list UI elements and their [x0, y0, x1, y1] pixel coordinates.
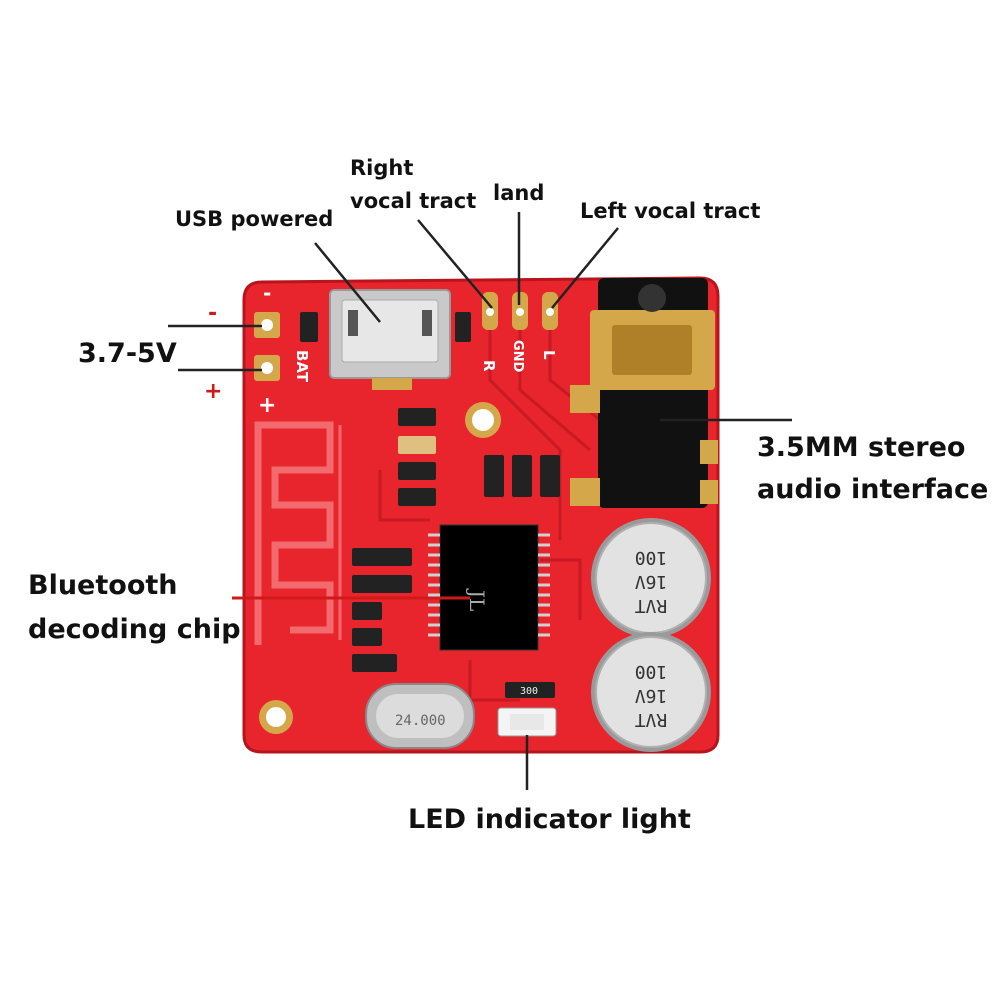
smd-component [300, 312, 318, 342]
silk-minus: - [263, 281, 271, 305]
smd-components [352, 408, 560, 698]
silk-pin-gnd: GND [510, 340, 525, 373]
capacitor-bottom [591, 632, 711, 752]
cap1-line1: RVT [635, 595, 668, 616]
decoder-chip [428, 524, 550, 651]
label-jack-line1: 3.5MM stereo [757, 432, 966, 463]
label-jack-line2: audio interface [757, 474, 989, 505]
leader-usb [314, 242, 381, 323]
label-left-vocal-tract: Left vocal tract [580, 199, 761, 223]
silk-pin-r: R [480, 360, 498, 372]
capacitor-top [591, 518, 711, 638]
crystal-marking: 24.000 [395, 713, 446, 729]
audio-out-pins [482, 292, 558, 330]
cap2-line3: 100 [635, 661, 668, 682]
label-led-indicator: LED indicator light [408, 804, 691, 835]
audio-jack-3-5mm [570, 278, 718, 508]
label-chip-line2: decoding chip [28, 614, 241, 645]
label-chip-line1: Bluetooth [28, 570, 178, 601]
leader-right [417, 219, 493, 309]
mark-minus: - [208, 301, 217, 326]
leader-lines [168, 212, 792, 790]
label-land: land [493, 181, 545, 205]
mark-plus: + [204, 379, 222, 404]
silk-plus: + [258, 393, 276, 418]
cap1-line2: 16V [635, 571, 668, 592]
led-resistor-marking: 300 [520, 686, 538, 697]
silk-pin-l: L [540, 350, 558, 360]
crystal-oscillator [365, 683, 475, 749]
cap2-line2: 16V [635, 685, 668, 706]
label-voltage: 3.7-5V [78, 338, 177, 369]
chip-marking: JL [465, 588, 489, 611]
label-usb-powered: USB powered [175, 207, 334, 231]
leader-left [551, 227, 619, 309]
cap2-line1: RVT [635, 709, 668, 730]
micro-usb-port [329, 289, 451, 390]
silk-bat: BAT [293, 350, 311, 383]
cap1-line3: 100 [635, 547, 668, 568]
smd-component [455, 312, 471, 342]
label-right-line1: Right [350, 156, 414, 180]
label-right-line2: vocal tract [350, 189, 477, 213]
pcb-antenna [254, 421, 334, 645]
